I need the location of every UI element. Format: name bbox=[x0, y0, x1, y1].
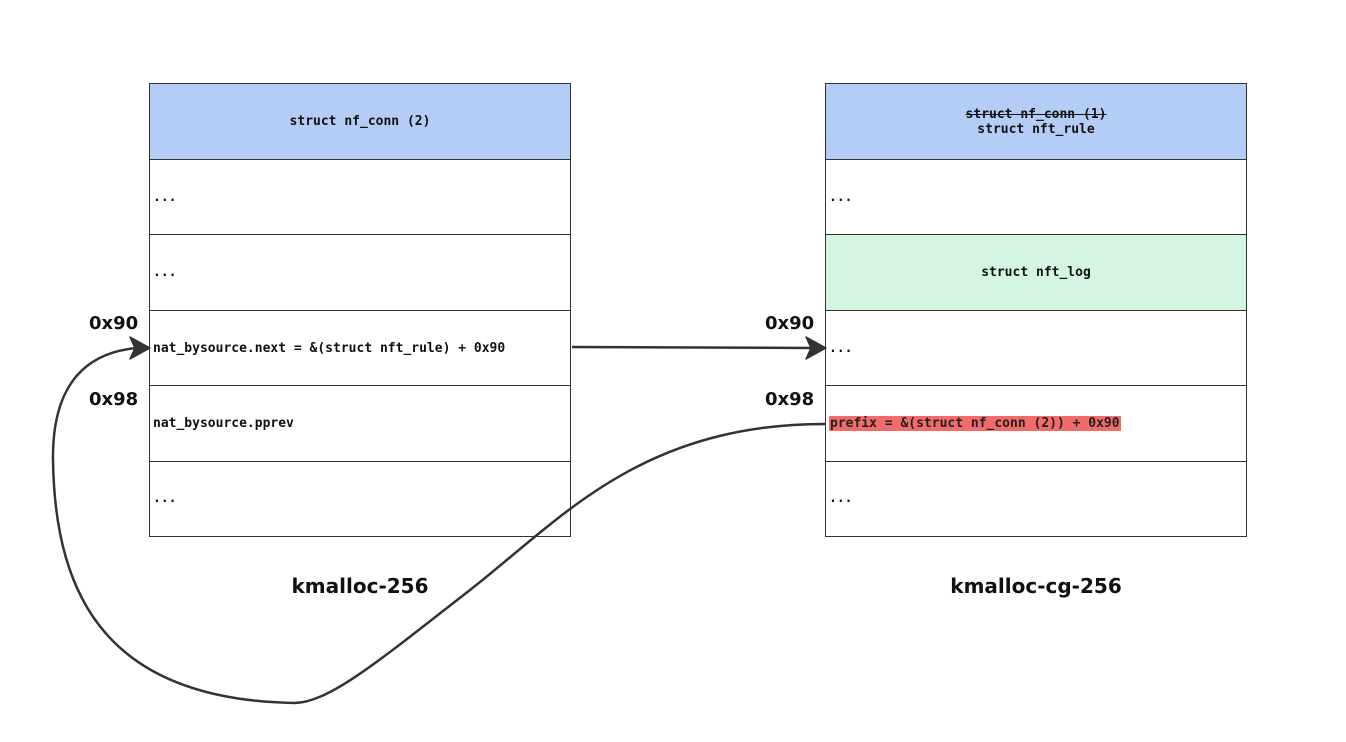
next-pointer-arrow bbox=[571, 336, 827, 360]
left-cell-2-label: ... bbox=[153, 265, 177, 280]
left-offset-0x90: 0x90 bbox=[89, 313, 139, 334]
left-cell-2: ... bbox=[150, 235, 570, 311]
left-cell-next: nat_bysource.next = &(struct nft_rule) +… bbox=[150, 311, 570, 386]
right-offset-0x90: 0x90 bbox=[765, 313, 815, 334]
right-cell-5: ... bbox=[826, 462, 1246, 535]
left-memory-block: struct nf_conn (2) ... ... nat_bysource.… bbox=[149, 83, 571, 537]
nat-bysource-pprev-label: nat_bysource.pprev bbox=[153, 416, 294, 431]
left-header-label: struct nf_conn (2) bbox=[289, 114, 431, 129]
right-cell-5-label: ... bbox=[829, 491, 853, 506]
right-cell-prefix: prefix = &(struct nf_conn (2)) + 0x90 bbox=[826, 386, 1246, 462]
prefix-label: prefix = &(struct nf_conn (2)) + 0x90 bbox=[829, 416, 1121, 431]
left-cell-5: ... bbox=[150, 462, 570, 535]
left-header-cell: struct nf_conn (2) bbox=[150, 84, 570, 160]
left-cell-1: ... bbox=[150, 160, 570, 235]
right-cell-1-label: ... bbox=[829, 189, 853, 205]
left-cell-pprev: nat_bysource.pprev bbox=[150, 386, 570, 462]
right-cell-nft-log: struct nft_log bbox=[826, 235, 1246, 311]
left-cell-5-label: ... bbox=[153, 491, 177, 506]
left-offset-0x98: 0x98 bbox=[89, 389, 139, 410]
right-header-cell: struct nf_conn (1) struct nft_rule bbox=[826, 84, 1246, 160]
right-block-caption: kmalloc-cg-256 bbox=[950, 574, 1122, 598]
right-cell-1: ... bbox=[826, 160, 1246, 235]
nat-bysource-next-label: nat_bysource.next = &(struct nft_rule) +… bbox=[153, 340, 506, 356]
right-header-label: struct nft_rule bbox=[977, 121, 1095, 137]
right-cell-0x90-label: ... bbox=[829, 340, 853, 356]
right-cell-0x90: ... bbox=[826, 311, 1246, 386]
right-header-struck-label: struct nf_conn (1) bbox=[965, 106, 1107, 122]
right-offset-0x98: 0x98 bbox=[765, 389, 815, 410]
right-memory-block: struct nf_conn (1) struct nft_rule ... s… bbox=[825, 83, 1247, 537]
left-block-caption: kmalloc-256 bbox=[291, 574, 429, 598]
left-cell-1-label: ... bbox=[153, 189, 177, 205]
nft-log-label: struct nft_log bbox=[981, 265, 1091, 280]
